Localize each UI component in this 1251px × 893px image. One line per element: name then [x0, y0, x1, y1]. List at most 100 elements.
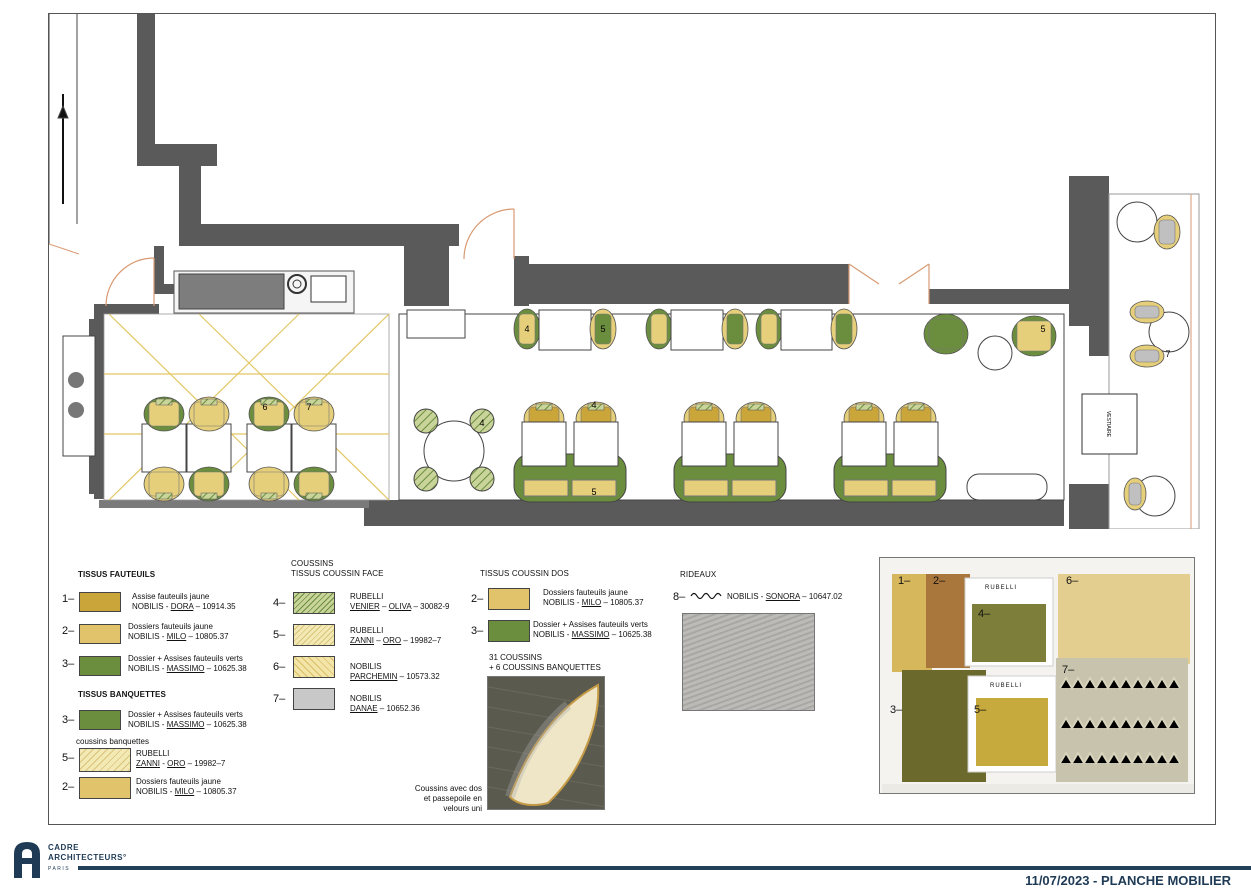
- legend-sublabel: coussins banquettes: [76, 737, 149, 746]
- cushion-note: Coussins avec dos et passepoile en velou…: [414, 784, 482, 813]
- armchair-seat: [928, 318, 964, 350]
- sample-brand: RUBELLI: [990, 683, 1023, 689]
- legend-item: RUBELLI VENIER – OLIVA – 30082-9: [350, 592, 450, 611]
- chair: [469, 466, 495, 492]
- bench: [966, 473, 1048, 501]
- legend-number: 2–: [62, 781, 75, 793]
- legend-ref: OLIVA: [388, 602, 412, 611]
- legend-number: 5–: [62, 752, 75, 764]
- armchair-seat: [148, 471, 180, 497]
- armchair-seat: [193, 471, 225, 497]
- legend-brand: NOBILIS: [128, 664, 160, 673]
- bar-counter: [173, 270, 355, 314]
- armchair-seat: [1134, 349, 1160, 363]
- legend-ref: MASSIMO: [571, 630, 610, 639]
- legend-code: – 10805.37: [186, 632, 229, 641]
- legend-code: – 10805.37: [601, 598, 644, 607]
- legend-number: 2–: [62, 625, 75, 637]
- legend-number: 7–: [273, 693, 286, 705]
- sheet-name: PLANCHE MOBILIER: [1101, 873, 1231, 888]
- cushion-count: 31 COUSSINS: [489, 653, 542, 662]
- legend-code: – 10625.38: [204, 720, 247, 729]
- armchair-seat: [148, 401, 180, 427]
- footer-rule: [78, 866, 1251, 870]
- legend-brand: RUBELLI: [350, 626, 384, 635]
- cushion: [907, 403, 925, 411]
- armchair-seat: [253, 471, 285, 497]
- legend-item: NOBILIS PARCHEMIN – 10573.32: [350, 662, 440, 682]
- terrace-table: [1116, 201, 1158, 243]
- legend-ref: ZANNI: [350, 636, 374, 645]
- legend-item: Dossiers fauteuils jaune NOBILIS - MILO …: [543, 588, 644, 607]
- legend-item: NOBILIS - SONORA – 10647.02: [727, 592, 843, 601]
- sample-label: 5–: [974, 704, 987, 716]
- cushion: [747, 403, 765, 411]
- table: [841, 421, 887, 467]
- banquette-seat: [731, 479, 777, 497]
- company-city: PARIS: [48, 866, 71, 872]
- cushion: [855, 403, 873, 411]
- seat-label: 7: [306, 402, 311, 412]
- armchair-seat: [193, 401, 225, 427]
- legend-number: 5–: [273, 629, 286, 641]
- legend-ref: SONORA: [765, 592, 800, 601]
- cushion: [305, 398, 323, 406]
- legend-ref: MILO: [174, 787, 195, 796]
- legend-number: 3–: [471, 625, 484, 637]
- table: [681, 421, 727, 467]
- armchair-seat: [298, 471, 330, 497]
- banquette-seat: [843, 479, 889, 497]
- fabric-samples-photo: 1– 2– 4– 6– 3– 5– 7– RUBELLI RUBELLI: [879, 557, 1195, 794]
- sheet-title: 11/07/2023 - PLANCHE MOBILIER: [1025, 873, 1231, 888]
- vestiaire-label: VESTIAIRE: [1105, 411, 1111, 438]
- legend-ref: DANAE: [350, 704, 378, 713]
- cushion-photo: [487, 676, 605, 810]
- legend-brand: ZANNI: [136, 759, 160, 768]
- table: [246, 423, 292, 473]
- cushion: [260, 492, 278, 500]
- seat-label: 5: [1040, 324, 1045, 334]
- banquette-seat: [891, 479, 937, 497]
- banquette-seat: [571, 479, 617, 497]
- legend-title-fauteuils: TISSUS FAUTEUILS: [78, 570, 156, 579]
- legend-title-coussin-face: TISSUS COUSSIN FACE: [291, 569, 384, 578]
- legend-number: 6–: [273, 661, 286, 673]
- company-name-1: CADRE: [48, 843, 79, 852]
- legend-title-banquettes: TISSUS BANQUETTES: [78, 690, 166, 699]
- legend-code: – 10805.37: [194, 787, 237, 796]
- washbasins: [62, 335, 96, 457]
- legend-desc: RUBELLI: [136, 749, 170, 758]
- table: [780, 309, 833, 351]
- furniture: [141, 201, 1190, 517]
- legend-ref: VENIER: [350, 602, 380, 611]
- walls: [89, 14, 1109, 529]
- seat-label: 5: [600, 324, 605, 334]
- legend-brand: NOBILIS: [128, 632, 160, 641]
- legend-item: Dossier + Assises fauteuils verts NOBILI…: [533, 620, 652, 639]
- curtain-wave-icon: [690, 592, 722, 600]
- legend-desc: Dossiers fauteuils jaune: [128, 622, 213, 631]
- armchair-seat: [1158, 219, 1176, 245]
- cushion: [260, 398, 278, 406]
- legend-item: RUBELLI ZANNI – ORO – 19982–7: [350, 626, 442, 645]
- legend-desc: Dossier + Assises fauteuils verts: [533, 620, 648, 629]
- legend-number: 8–: [673, 591, 686, 603]
- armchair-seat: [594, 313, 612, 345]
- legend-number: 4–: [273, 597, 286, 609]
- armchair-seat: [760, 313, 778, 345]
- banquette-seat: [523, 479, 569, 497]
- table: [670, 309, 724, 351]
- swatch-milo: [79, 777, 131, 799]
- armchair-seat: [298, 401, 330, 427]
- armchair-seat: [253, 401, 285, 427]
- legend-brand: NOBILIS: [533, 630, 565, 639]
- legend-brand: NOBILIS: [128, 720, 160, 729]
- swatch-massimo: [488, 620, 530, 642]
- seat-label: 7: [1165, 349, 1170, 359]
- swatch-dora: [79, 592, 121, 612]
- legend-ref: ORO: [167, 759, 186, 768]
- sheet-date: 11/07/2023: [1025, 873, 1090, 888]
- legend-brand: NOBILIS: [727, 592, 759, 601]
- legend-desc: Dossiers fauteuils jaune: [543, 588, 628, 597]
- swatch-massimo: [79, 656, 121, 676]
